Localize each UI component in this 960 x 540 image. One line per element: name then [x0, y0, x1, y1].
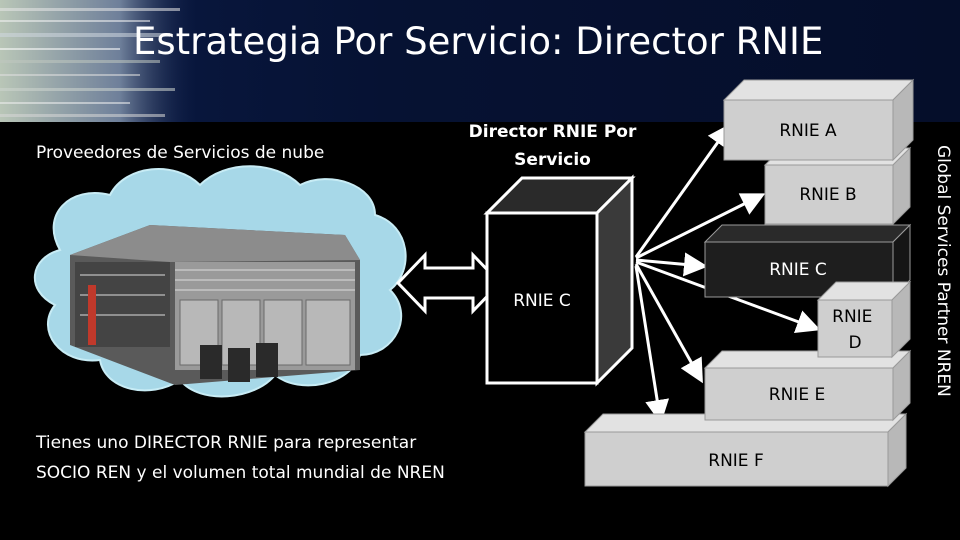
rnie-e-label: RNIE E	[769, 385, 825, 405]
director-box: RNIE C	[483, 174, 636, 387]
arrow-icon	[634, 263, 703, 384]
rnie-a-box: RNIE A	[722, 78, 915, 162]
rnie-f-box: RNIE F	[583, 412, 908, 488]
rnie-d-label: RNIE D	[832, 307, 878, 353]
server-rack-image	[70, 225, 360, 385]
header-decoration-image	[0, 0, 200, 122]
header-banner: Estrategia Por Servicio: Director RNIE	[0, 0, 960, 122]
description-text: Tienes uno DIRECTOR RNIE para representa…	[36, 433, 445, 483]
slide-title: Estrategia Por Servicio: Director RNIE	[133, 20, 824, 63]
arrow-icon	[635, 193, 766, 260]
arrow-icon	[634, 265, 670, 424]
rnie-e-box: RNIE E	[703, 349, 912, 422]
rnie-c-label: RNIE C	[769, 260, 827, 280]
arrow-icon	[635, 252, 708, 277]
director-label: Director RNIE Por Servicio	[468, 122, 637, 170]
double-arrow-icon	[395, 251, 503, 315]
rnie-a-label: RNIE A	[779, 121, 837, 141]
rnie-d-box: RNIE D	[816, 280, 912, 359]
rnie-f-label: RNIE F	[708, 451, 763, 471]
providers-label: Proveedores de Servicios de nube	[36, 143, 325, 163]
rnie-b-label: RNIE B	[799, 185, 856, 205]
arrow-icon	[634, 123, 732, 258]
director-box-label: RNIE C	[513, 291, 571, 311]
